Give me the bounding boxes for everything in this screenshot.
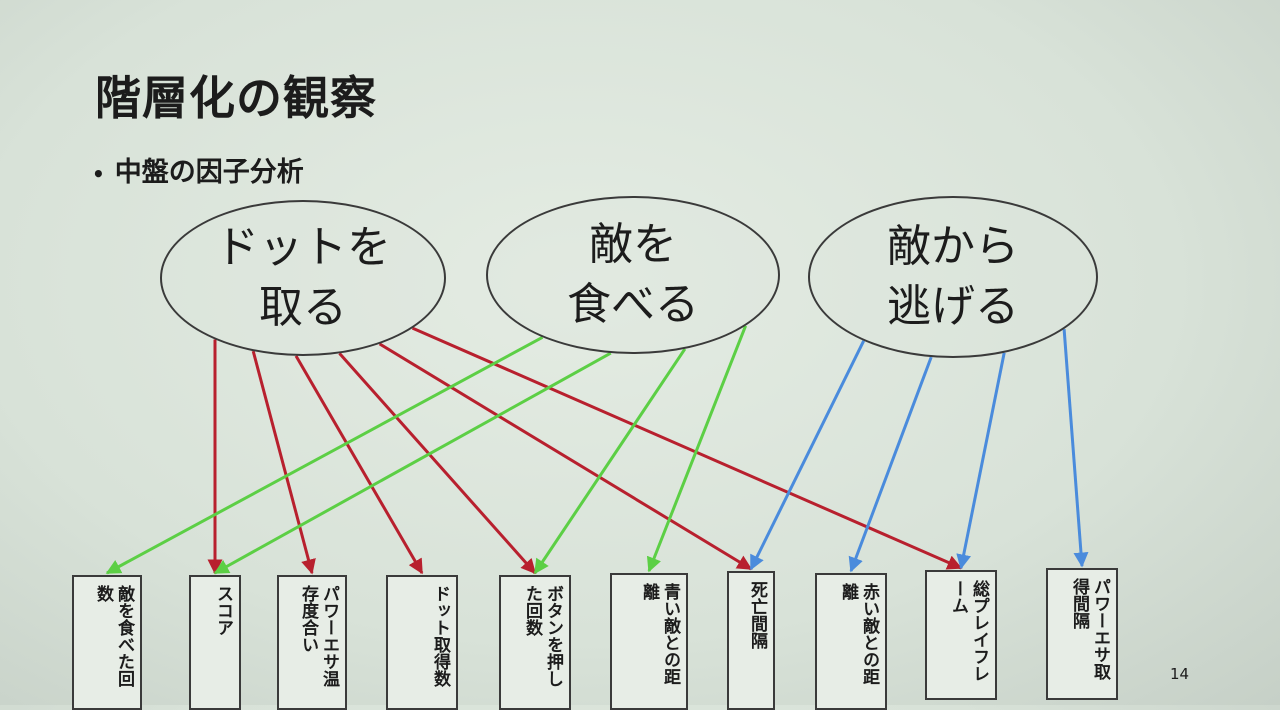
variable-box: ボタンを押した回数 <box>499 575 571 710</box>
page-number: 14 <box>1170 665 1190 683</box>
link-arrow-eat-to-var-4 <box>533 348 687 575</box>
link-arrow-dots-to-var-2 <box>251 350 316 575</box>
variable-box: 赤い敵との距離 <box>815 573 887 710</box>
bullet-item: • 中盤の因子分析 <box>92 150 304 189</box>
bullet-text: 中盤の因子分析 <box>114 157 304 188</box>
link-arrow-escape-to-var-9 <box>1062 328 1089 568</box>
link-arrow-eat-to-var-5 <box>646 325 747 573</box>
bullet-dot-icon: • <box>92 161 105 186</box>
factor-ellipse-dots: ドットを 取る <box>160 200 446 356</box>
variable-box: パワーエサ温存度合い <box>277 575 347 710</box>
link-arrow-dots-to-var-4 <box>338 352 537 575</box>
variable-box: 総プレイフレーム <box>925 570 997 700</box>
variable-box: 敵を食べた回数 <box>72 575 142 710</box>
variable-box: 青い敵との距離 <box>610 573 688 710</box>
link-arrow-dots-to-var-8 <box>411 326 963 570</box>
slide-title: 階層化の観察 <box>95 71 377 125</box>
link-arrow-escape-to-var-6 <box>749 340 866 571</box>
factor-ellipse-eat: 敵を 食べる <box>486 196 780 354</box>
factor-ellipse-escape: 敵から 逃げる <box>808 196 1098 358</box>
variable-box: ドット取得数 <box>386 575 458 710</box>
link-arrow-eat-to-var-0 <box>105 335 544 575</box>
variable-box: スコア <box>189 575 241 710</box>
variable-box: パワーエサ取得間隔 <box>1046 568 1118 700</box>
diagram-links <box>105 325 1089 575</box>
link-arrow-dots-to-var-3 <box>294 355 424 575</box>
link-arrow-escape-to-var-8 <box>956 352 1006 570</box>
variable-box: 死亡間隔 <box>727 571 775 710</box>
link-arrow-eat-to-var-1 <box>213 351 612 575</box>
link-arrow-dots-to-var-6 <box>378 342 753 571</box>
link-arrow-escape-to-var-7 <box>848 356 933 573</box>
